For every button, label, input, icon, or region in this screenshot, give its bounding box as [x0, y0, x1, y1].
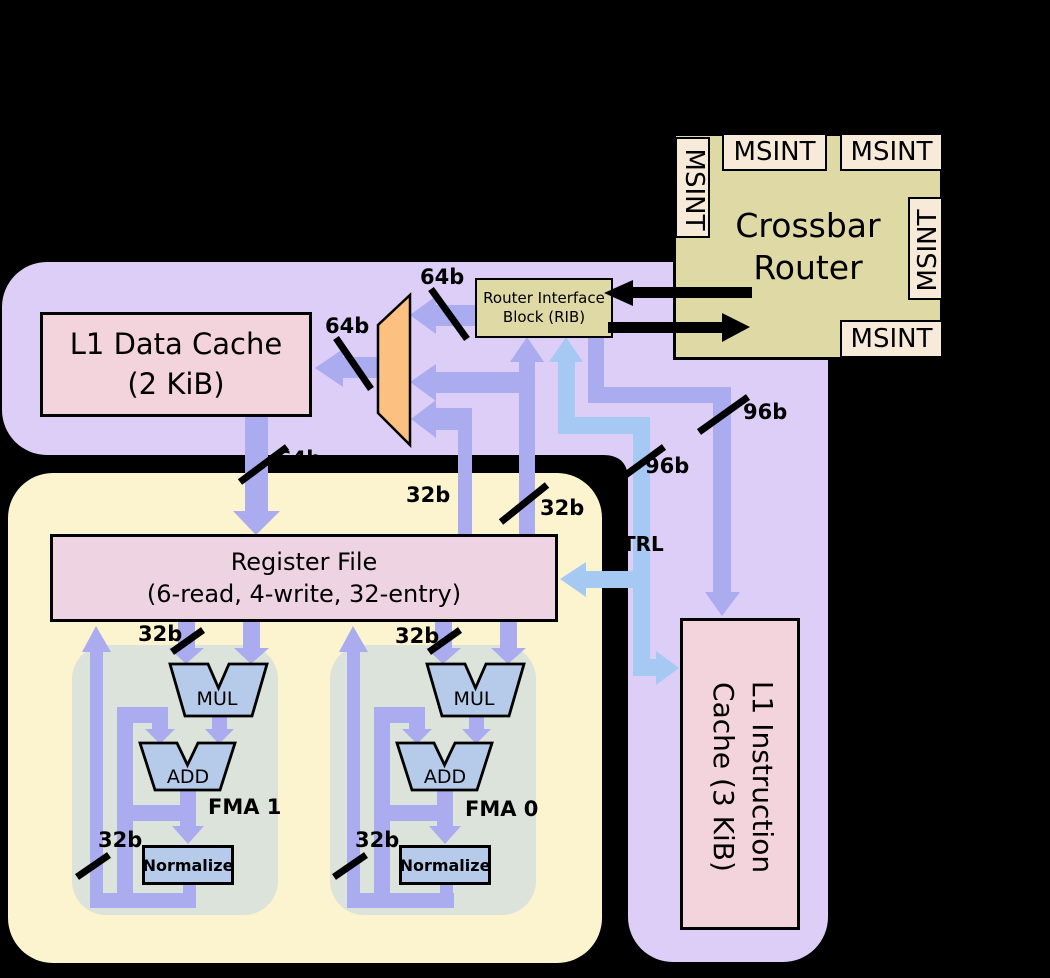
msint-top-left-box: MSINT: [722, 133, 827, 171]
slash-trl-96b: [613, 444, 667, 485]
fma0-wiring: [339, 622, 526, 908]
bus-label-rf-right-32b: 32b: [540, 496, 585, 520]
slash-rf-32b: [498, 482, 550, 525]
bus-label-mux-64b: 64b: [325, 314, 370, 338]
slash-fma1-wb-32b: [75, 852, 111, 880]
l1-data-cache-line2: (2 KiB): [127, 366, 225, 401]
fpu-units: [138, 662, 526, 792]
arrow-rf-to-rib: [410, 337, 544, 534]
msint-bottom-box: MSINT: [840, 320, 943, 358]
bus-label-trl: TRL: [622, 532, 664, 556]
router-interface-block-box: Router Interface Block (RIB): [475, 278, 613, 338]
msint-top-right-box: MSINT: [840, 133, 943, 171]
fma0-add-shape: [395, 741, 494, 792]
fma0-mul-label: MUL: [453, 688, 495, 710]
msint-label: MSINT: [850, 137, 933, 167]
l1-data-cache-line1: L1 Data Cache: [69, 327, 283, 362]
crossbar-router-line1: Crossbar: [735, 206, 881, 246]
slash-fma1-32b: [169, 627, 206, 655]
register-file-line1: Register File: [230, 547, 378, 576]
rib-line1: Router Interface: [483, 289, 605, 308]
msint-label: MSINT: [679, 148, 710, 231]
fma0-mul-shape: [425, 662, 526, 718]
register-file-line2: (6-read, 4-write, 32-entry): [146, 580, 462, 608]
rib-line2: Block (RIB): [502, 308, 586, 326]
msint-label: MSINT: [850, 324, 933, 354]
bus-label-fma0-32b: 32b: [395, 624, 440, 648]
fma0-normalize-box: Normalize: [399, 845, 491, 885]
fma1-add-label: ADD: [166, 766, 210, 788]
fma0-add-label: ADD: [423, 766, 467, 788]
msint-label: MSINT: [912, 209, 943, 292]
arrow-rf-to-mux: [411, 400, 472, 534]
slash-fma0-32b: [426, 627, 463, 655]
slash-rib-64b: [428, 286, 470, 342]
bus-label-rib-64b: 64b: [420, 265, 465, 289]
fma0-label: FMA 0: [465, 797, 539, 821]
slash-fma0-wb-32b: [332, 852, 368, 880]
trl-bus: [549, 337, 679, 685]
bus-label-icache-96b: 96b: [743, 400, 788, 424]
arrow-l1d-to-rf: [233, 417, 280, 535]
fma1-normalize-box: Normalize: [142, 845, 234, 885]
fma0-normalize-label: Normalize: [399, 855, 491, 875]
l1-data-cache-box: L1 Data Cache (2 KiB): [40, 312, 312, 417]
core-region: [2, 262, 828, 962]
bus-label-fma1-wb-32b: 32b: [98, 828, 143, 852]
msint-right-box: MSINT: [908, 197, 943, 300]
bus-label-trl-96b: 96b: [645, 454, 690, 478]
slash-mux-64b: [333, 336, 374, 391]
purple-buses: [82, 296, 740, 908]
crossbar-router-line2: Router: [753, 247, 863, 287]
arrow-rib-to-icache: [588, 337, 740, 616]
mux: [376, 292, 412, 449]
l1-instruction-cache-box: L1 Instruction Cache (3 KiB): [680, 618, 800, 930]
slash-l1d-64b: [237, 444, 290, 485]
msint-left-box: MSINT: [675, 137, 710, 238]
bus-width-slashes: [75, 286, 751, 880]
l1-instruction-cache-line1: L1 Instruction: [746, 680, 780, 874]
fma1-label: FMA 1: [208, 795, 282, 819]
l1-instruction-cache-line2: Cache (3 KiB): [707, 682, 740, 872]
bus-label-fma0-wb-32b: 32b: [355, 828, 400, 852]
msint-label: MSINT: [733, 137, 816, 167]
fma1-normalize-label: Normalize: [142, 855, 234, 875]
fma1-mul-label: MUL: [196, 688, 238, 710]
bus-label-fma1-32b: 32b: [138, 622, 183, 646]
fma1-mul-shape: [168, 662, 269, 718]
register-file-box: Register File (6-read, 4-write, 32-entry…: [50, 534, 558, 622]
bus-label-rf-left-32b: 32b: [406, 483, 451, 507]
bus-label-l1d-64b: 64b: [277, 447, 322, 471]
fma1-add-shape: [138, 741, 237, 792]
slash-icache-96b: [696, 394, 751, 435]
